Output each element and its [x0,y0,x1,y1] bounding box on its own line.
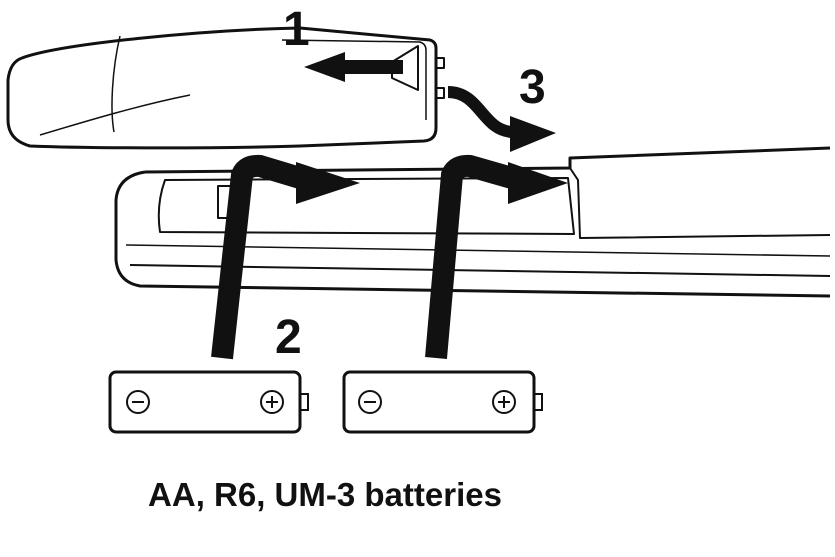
arrow [425,154,568,359]
step-2-label: 2 [275,311,302,364]
battery-cover [6,26,445,150]
step-1-label: 1 [283,3,310,56]
arrow [211,154,360,360]
remote-body [114,146,831,298]
arrow [447,86,556,152]
aa-battery [108,370,309,434]
step-3-label: 3 [519,61,546,114]
arrow [304,52,403,82]
battery-type-caption: AA, R6, UM-3 batteries [148,476,502,513]
aa-battery [342,370,543,434]
